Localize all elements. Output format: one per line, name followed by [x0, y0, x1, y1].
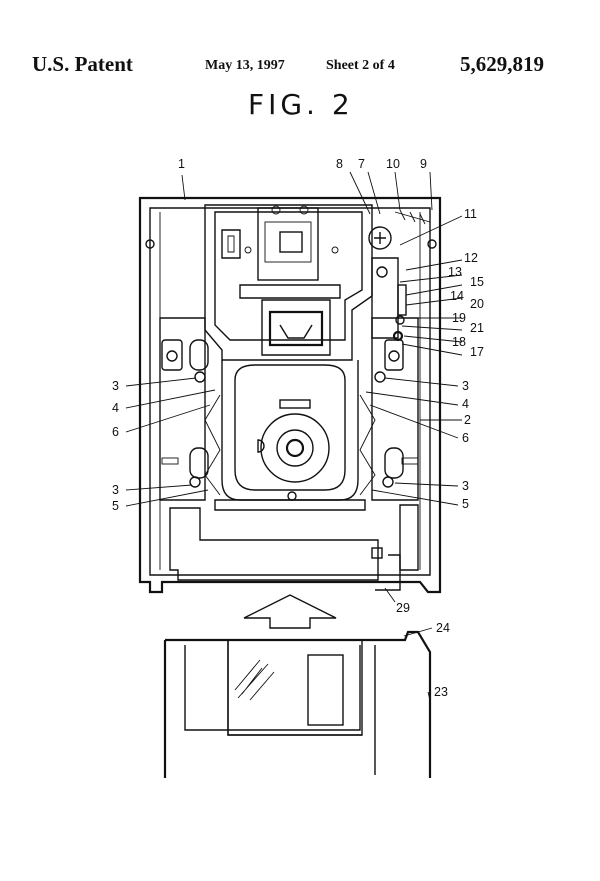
label-2: 2: [464, 413, 471, 427]
label-17: 17: [470, 345, 484, 359]
patent-date: May 13, 1997: [205, 58, 285, 73]
label-19: 19: [452, 311, 466, 325]
label-3-left-lower: 3: [112, 483, 119, 497]
head-carriage: [204, 204, 373, 361]
label-11: 11: [464, 207, 477, 221]
label-8: 8: [336, 157, 343, 171]
label-6-right: 6: [462, 431, 469, 445]
label-5-left: 5: [112, 499, 119, 513]
disk-cartridge: [163, 630, 432, 778]
label-12: 12: [464, 251, 478, 265]
label-1: 1: [178, 157, 185, 171]
label-7: 7: [358, 157, 365, 171]
label-3-left-upper: 3: [112, 379, 119, 393]
reference-labels: 1 8 7 10 9 11 12 13 15 14 20 19 21 18 17…: [112, 157, 484, 699]
label-24: 24: [436, 621, 450, 635]
sheet-number: Sheet 2 of 4: [326, 58, 395, 73]
label-14: 14: [450, 289, 464, 303]
figure-title: FIG. 2: [248, 88, 354, 121]
label-6-left: 6: [112, 425, 119, 439]
patent-header-left: U.S. Patent: [32, 52, 133, 76]
label-18: 18: [452, 335, 466, 349]
label-9: 9: [420, 157, 427, 171]
label-29: 29: [396, 601, 410, 615]
slide-plates: [159, 317, 419, 501]
label-15: 15: [470, 275, 484, 289]
insert-arrow: [243, 594, 337, 629]
leader-lines: [125, 171, 463, 701]
label-5-right: 5: [462, 497, 469, 511]
label-4-right: 4: [462, 397, 469, 411]
label-3-right-upper: 3: [462, 379, 469, 393]
spindle-plate: [204, 360, 376, 511]
eject-lever: [368, 209, 431, 342]
bottom-lever: [169, 504, 419, 591]
label-13: 13: [448, 265, 462, 279]
label-21: 21: [470, 321, 484, 335]
label-4-left: 4: [112, 401, 119, 415]
chassis-frame: [138, 196, 442, 594]
label-20: 20: [470, 297, 484, 311]
label-10: 10: [386, 157, 400, 171]
label-23: 23: [434, 685, 448, 699]
label-3-right-lower: 3: [462, 479, 469, 493]
patent-number: 5,629,819: [460, 52, 544, 76]
